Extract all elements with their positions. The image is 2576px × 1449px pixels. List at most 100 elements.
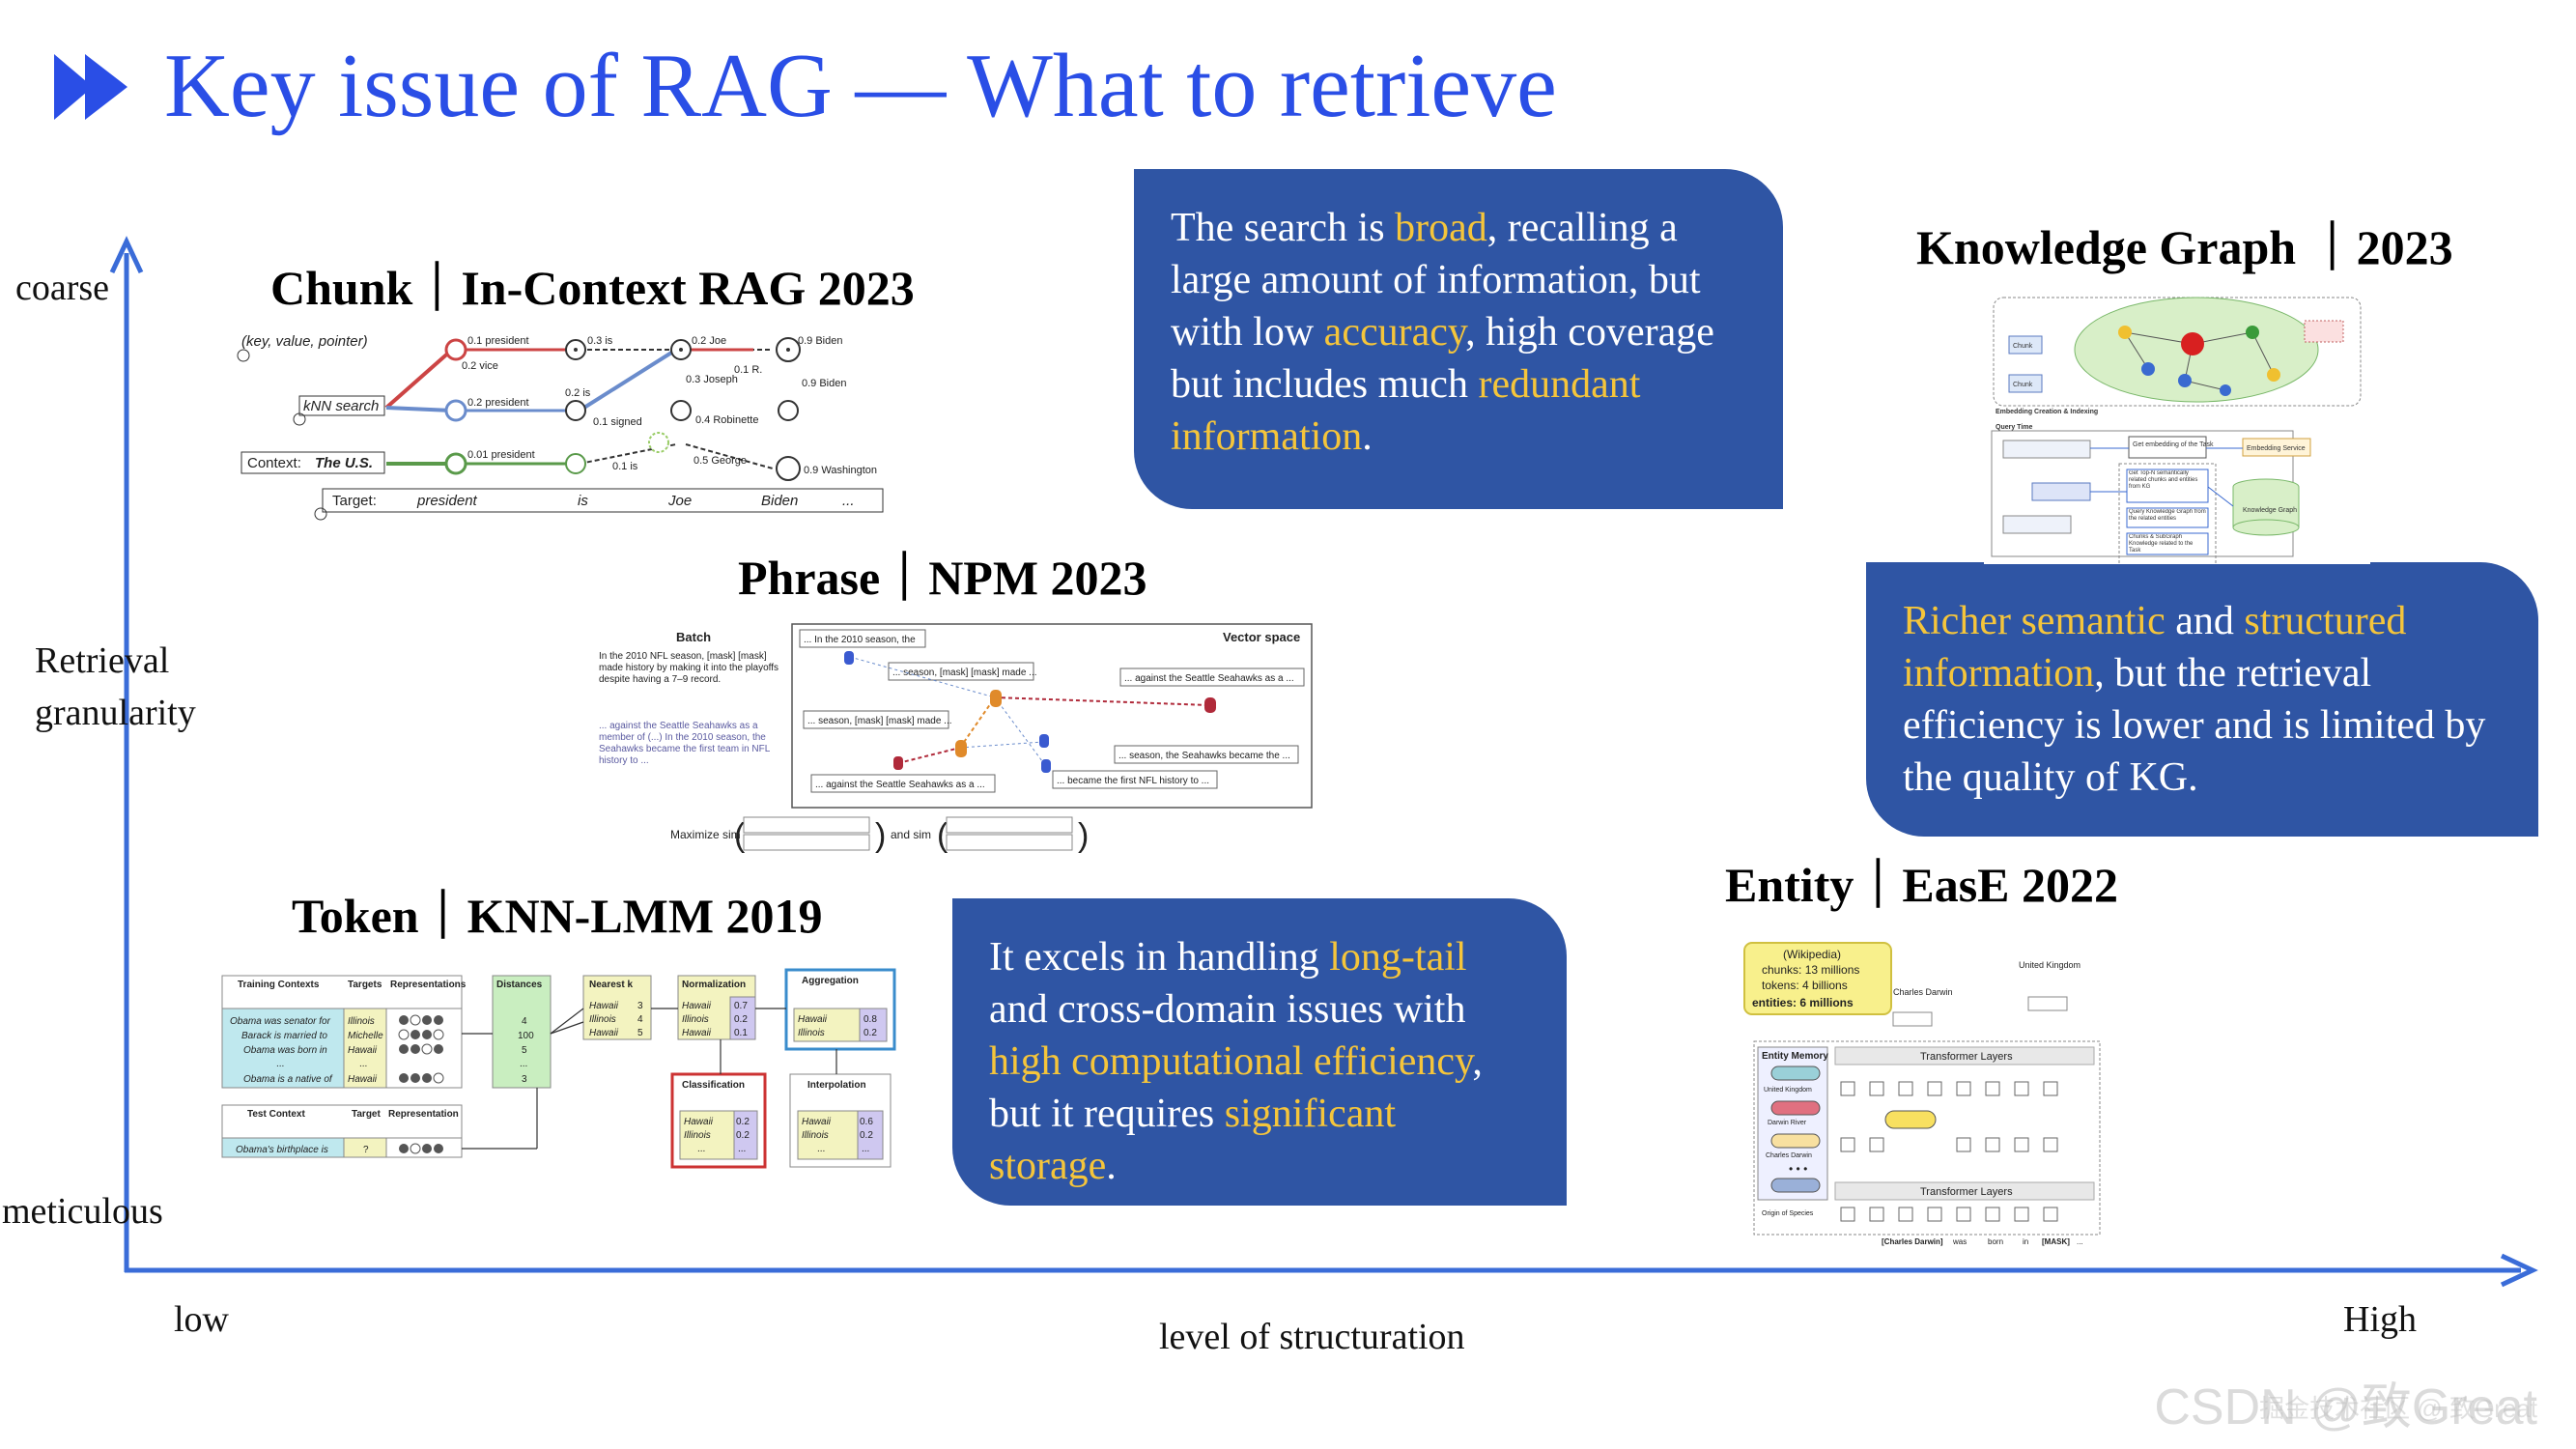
interp-cell: Illinois [802,1130,829,1141]
bubble-text: , high coverage but includes much [1171,310,1714,407]
bubble-highlight: Richer semantic [1903,599,2166,643]
edge-label: 0.3 Joseph [686,374,738,385]
phrase-chip: ... In the 2010 season, the [804,635,916,645]
transformer-layer-bottom: Transformer Layers [1920,1186,2013,1198]
kg-box-text: Query Knowledge Graph from the related e… [2129,509,2206,522]
class-cell: ... [697,1144,705,1154]
bubble-text: , recalling a large amount of informatio… [1171,206,1701,355]
memory-item: Origin of Species [1762,1210,1814,1217]
watermark-small: 掘金技术社区 @ 致Great [2259,1394,2537,1423]
y-axis-bottom-label: meticulous [2,1191,163,1232]
batch-label: Batch [676,630,711,644]
normalization-cell: 0.1 [734,1028,748,1038]
class-cell: Illinois [684,1130,711,1141]
entity-memory-label: Entity Memory [1762,1051,1828,1062]
phrase-chip: ... against the Seattle Seahawks as a ..… [815,780,985,790]
y-axis-title-line2: granularity [35,693,196,733]
context-cell: ... [276,1059,284,1069]
x-axis-right-label: High [2343,1299,2417,1340]
entity-figure: (Wikipedia) chunks: 13 millions tokens: … [1739,935,2106,1250]
y-axis-top-label: coarse [15,268,110,308]
nearest-cell: Hawaii [589,1028,619,1038]
tokens-count: tokens: 4 billions [1762,979,1848,992]
test-target-cell: ? [363,1145,369,1155]
x-axis-title: level of structuration [1159,1317,1465,1357]
input-token: in [2023,1237,2028,1246]
table-header: Representations [390,980,467,990]
target-token: ... [842,493,855,509]
phrase-heading: Phrase｜NPM 2023 [738,551,1147,605]
edge-label: 0.9 Washington [804,465,877,476]
target-cell: Hawaii [348,1074,378,1085]
edge-label: 0.4 Robinette [695,414,758,426]
context-label: Context: [247,455,301,471]
svg-text:(: ( [937,817,948,854]
phrase-chip: ... season, the Seahawks became the ... [1118,751,1290,761]
edge-label: 0.1 R. [734,364,762,376]
x-axis-arrow-icon [2500,1253,2538,1288]
kg-figure: Chunk Chunk Embedding Creation & Indexin… [1984,294,2370,564]
target-token: Joe [667,493,692,509]
svg-text:): ) [1078,817,1089,854]
input-token: [Charles Darwin] [1882,1237,1943,1246]
context-cell: Obama is a native of [243,1074,333,1085]
interp-cell: 0.2 [860,1130,873,1141]
distance-cell: ... [520,1059,527,1069]
svg-text:(: ( [734,817,746,854]
entity-heading: Entity｜EasE 2022 [1725,858,2119,912]
normalization-cell: Illinois [682,1014,709,1025]
edge-label: 0.2 president [467,397,529,409]
target-cell: ... [359,1059,367,1069]
y-axis-arrow-icon [109,236,144,274]
distance-cell: 3 [522,1074,527,1085]
entity-label-cd: Charles Darwin [1893,987,1953,997]
table-header: Test Context [247,1109,305,1120]
context-cell: Obama was born in [243,1045,327,1056]
knn-box [298,395,385,416]
bubble-text: It excels in handling [989,935,1330,980]
edge-label: 0.3 is [587,335,613,347]
target-label: Target: [332,493,377,509]
distance-cell: 4 [522,1016,527,1027]
target-token: is [578,493,588,509]
y-axis-title-line1: Retrieval [35,640,170,681]
bubble-highlight: significant storage [989,1092,1397,1188]
x-axis-left-label: low [174,1299,229,1340]
wiki-label: (Wikipedia) [1783,948,1841,961]
batch-text: In the 2010 NFL season, [mask] [mask] ma… [599,651,779,685]
entity-label-uk: United Kingdom [2019,960,2081,970]
bubble-highlight: redundant information [1171,362,1641,459]
batch-text: ... against the Seattle Seahawks as a me… [599,721,770,766]
context-cell: Obama was senator for [230,1016,331,1027]
target-token: president [416,493,478,509]
nearest-cell: Hawaii [589,1001,619,1011]
bubble-text: . [1106,1144,1117,1188]
memory-item: Charles Darwin [1766,1152,1812,1159]
normalization-cell: 0.2 [734,1014,748,1025]
chunk-heading: Chunk｜In-Context RAG 2023 [270,261,915,315]
table-header: Target [352,1109,381,1120]
input-token: ... [2077,1237,2083,1246]
memory-item: United Kingdom [1764,1087,1812,1094]
phrase-chip: ... became the first NFL history to ... [1057,776,1209,786]
bubble-highlight: accuracy [1323,310,1466,355]
edge-label: 0.5 George [694,455,747,467]
context-value: The U.S. [315,455,373,471]
nearest-cell: 3 [637,1001,643,1011]
bubble-text: , but the retrieval efficiency is lower … [1903,651,2486,800]
aggregation-cell: 0.2 [863,1028,877,1038]
target-cell: Michelle [348,1031,383,1041]
svg-text:): ) [875,817,886,854]
distance-cell: 5 [522,1045,527,1056]
class-cell: 0.2 [736,1130,750,1141]
interp-cell: Hawaii [802,1117,832,1127]
kg-section-label: Query Time [1996,424,2032,431]
target-token: Biden [761,493,798,509]
kg-description-bubble: Richer semantic and structured informati… [1866,562,2538,837]
input-token: was [1952,1237,1967,1246]
normalization-cell: 0.7 [734,1001,748,1011]
edge-label: 0.1 is [612,461,638,472]
table-header: Targets [348,980,382,990]
table-header: Normalization [682,980,746,990]
